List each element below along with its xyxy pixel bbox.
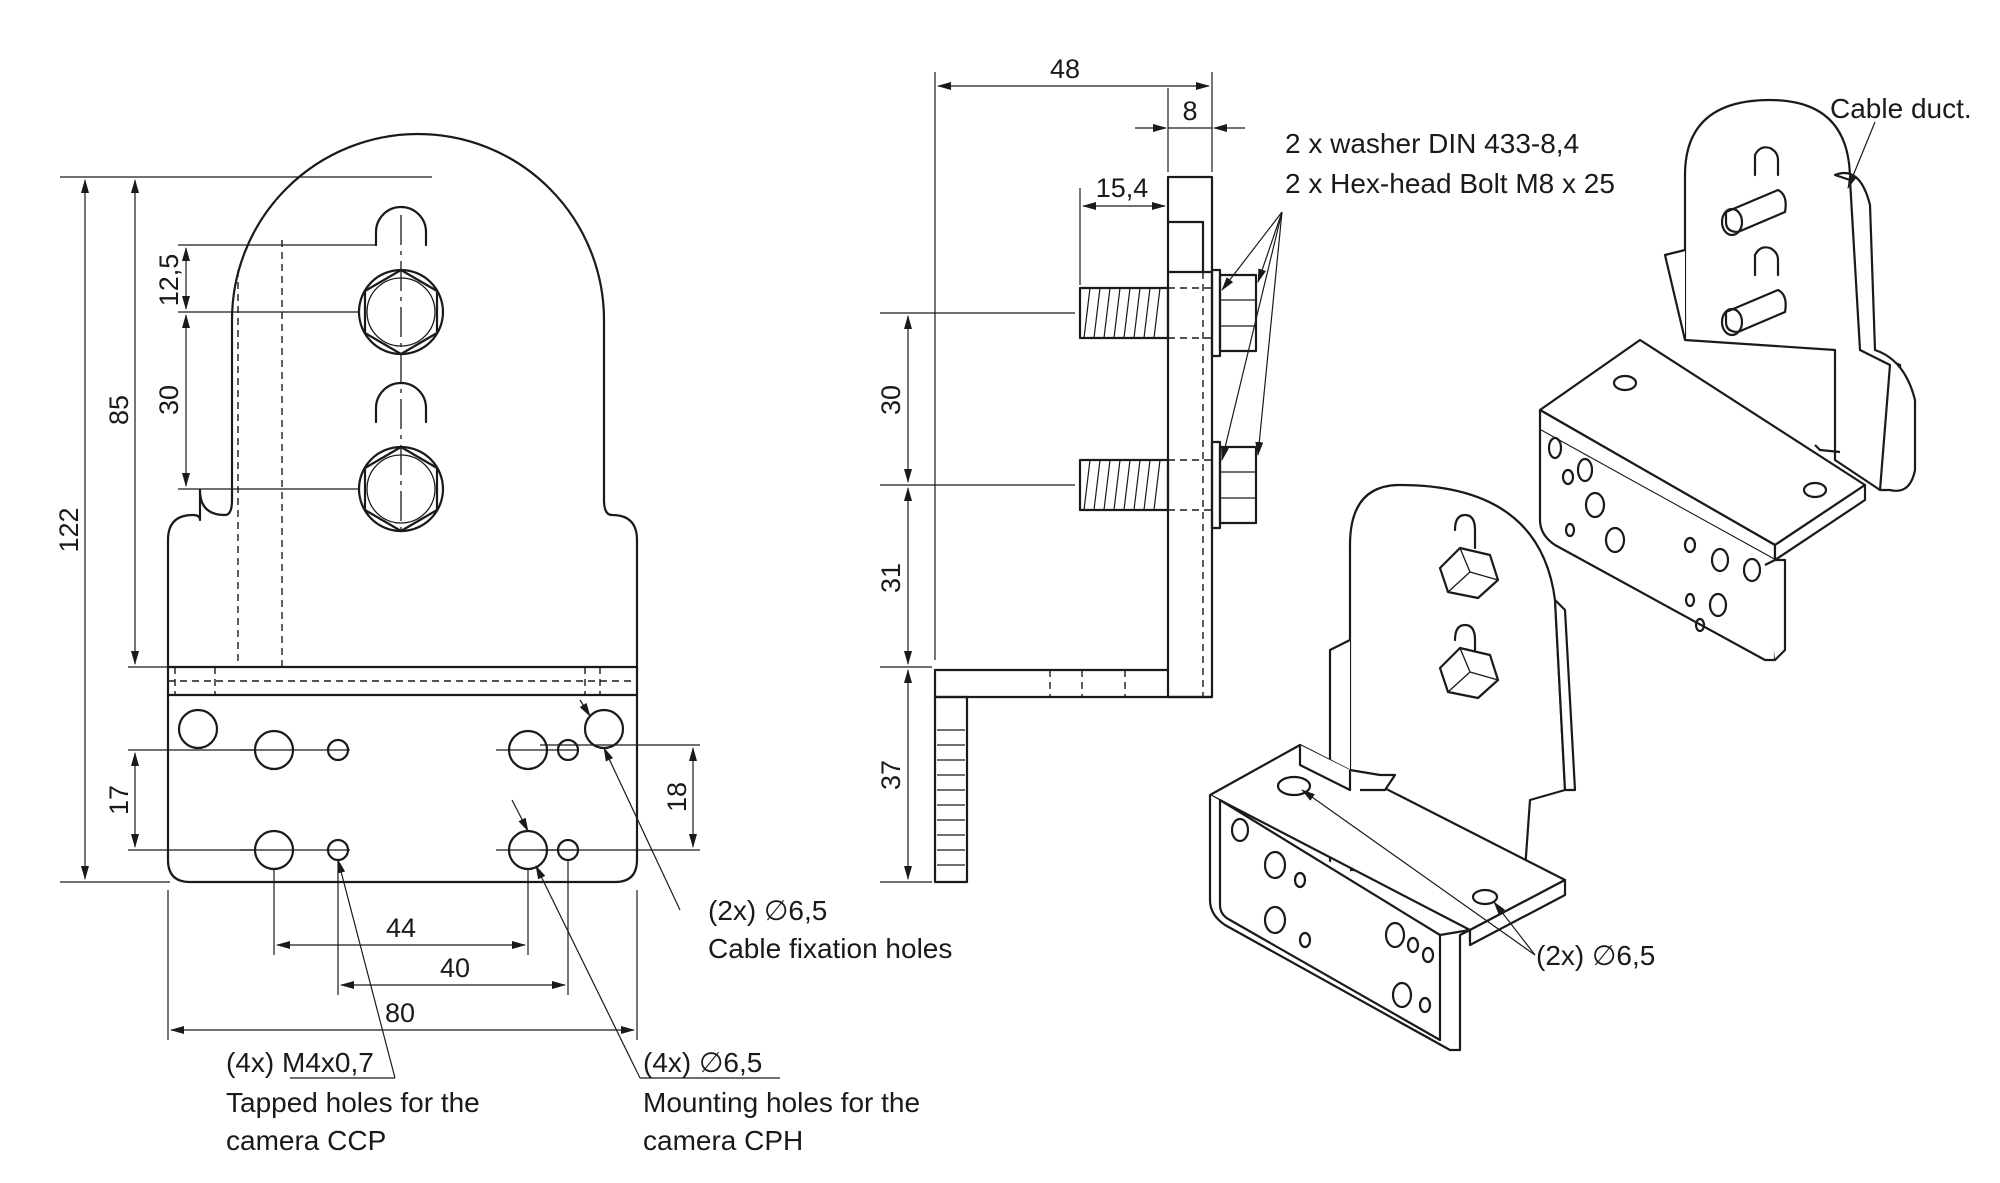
- iso-view-front: (2x) ∅6,5: [1208, 483, 1655, 1052]
- dim-37: 37: [876, 760, 906, 790]
- hardware-line2: 2 x Hex-head Bolt M8 x 25: [1285, 168, 1615, 199]
- cable-duct-label: Cable duct.: [1830, 93, 1972, 124]
- side-view: 48 8 15,4 30 31 37 2 x washer DIN 433-8,…: [876, 54, 1615, 884]
- side-bolt-upper-icon: [1078, 268, 1258, 358]
- dim-30-side: 30: [876, 385, 906, 415]
- cable-fix-line1: Cable fixation holes: [708, 933, 952, 964]
- dim-122: 122: [54, 507, 84, 552]
- dim-12-5: 12,5: [154, 254, 184, 307]
- lower-slot: [374, 381, 428, 424]
- iso-stud-upper-icon: [1720, 146, 1787, 237]
- cable-fix-spec: (2x) ∅6,5: [708, 895, 827, 926]
- tapped-line1: Tapped holes for the: [226, 1087, 480, 1118]
- mounting-spec: (4x) ∅6,5: [643, 1047, 762, 1078]
- side-bolt-lower-icon: [1078, 440, 1258, 530]
- iso-view-back: Cable duct.: [1538, 93, 1972, 662]
- mounting-line2: camera CPH: [643, 1125, 803, 1156]
- cable-hole-left: [177, 708, 219, 750]
- dim-17: 17: [104, 785, 134, 815]
- dim-85: 85: [104, 395, 134, 425]
- iso-holes-label: (2x) ∅6,5: [1536, 940, 1655, 971]
- tapped-spec: (4x) M4x0,7: [226, 1047, 374, 1078]
- dim-40: 40: [440, 953, 470, 983]
- dim-15-4: 15,4: [1096, 173, 1149, 203]
- tapped-line2: camera CCP: [226, 1125, 386, 1156]
- iso-cable-hole: [1471, 888, 1499, 906]
- front-view: 122 85 12,5 30 17 18 44 40 80 (4x) M4x0,…: [54, 132, 952, 1156]
- bracket-outline: [166, 132, 639, 884]
- upper-slot: [374, 205, 428, 247]
- iso-cable-hole: [1276, 775, 1312, 797]
- iso-stud-lower-icon: [1720, 246, 1787, 337]
- dim-80: 80: [385, 998, 415, 1028]
- dim-30-front: 30: [154, 385, 184, 415]
- mounting-line1: Mounting holes for the: [643, 1087, 920, 1118]
- dim-44: 44: [386, 913, 416, 943]
- hardware-line1: 2 x washer DIN 433-8,4: [1285, 128, 1579, 159]
- iso-bolt-lower-icon: [1438, 623, 1500, 700]
- dim-48: 48: [1050, 54, 1080, 84]
- dim-31: 31: [876, 563, 906, 593]
- dim-8: 8: [1182, 96, 1197, 126]
- cable-hole-right: [583, 708, 625, 750]
- iso-bolt-upper-icon: [1438, 513, 1500, 600]
- dim-18: 18: [662, 782, 692, 812]
